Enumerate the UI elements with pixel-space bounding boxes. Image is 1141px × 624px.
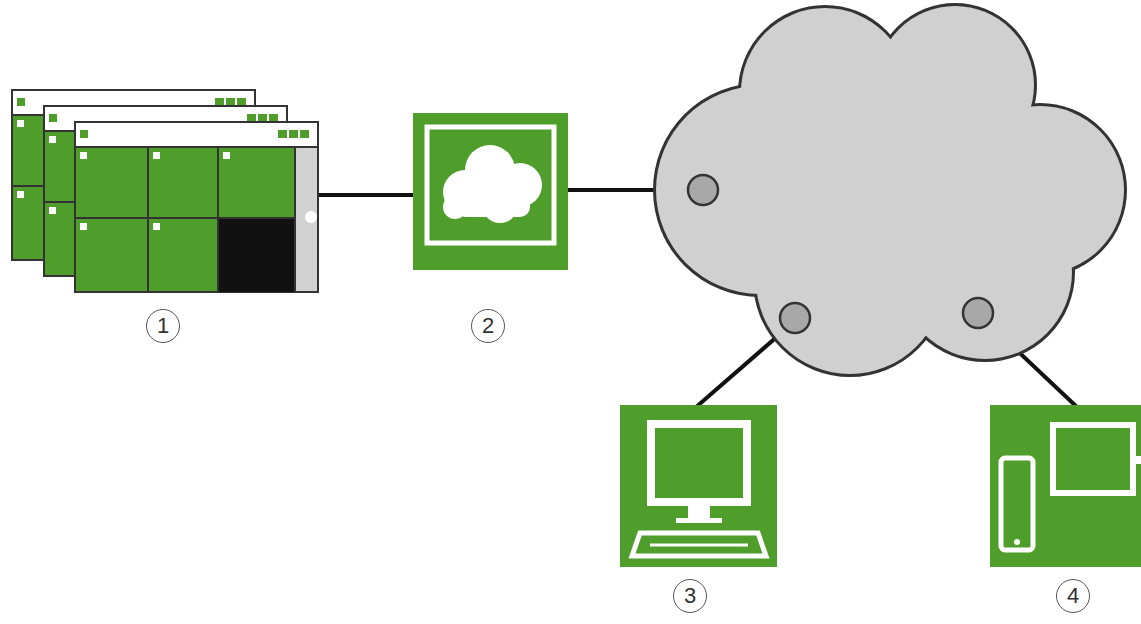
cloud-service-icon (413, 113, 568, 270)
wire (695, 328, 787, 408)
callout-circle: 1 (146, 309, 180, 343)
window-front (75, 122, 318, 292)
cloud-ports (688, 175, 993, 333)
devices-icon (990, 405, 1141, 567)
cloud (655, 5, 1125, 375)
callout-number: 4 (1067, 585, 1079, 607)
callout-circle: 4 (1056, 579, 1090, 613)
callout-number: 2 (482, 315, 494, 337)
dashboard-windows (12, 90, 318, 292)
wire (319, 193, 413, 197)
callout-number: 1 (157, 315, 169, 337)
callout-circle: 2 (471, 309, 505, 343)
callout-number: 3 (684, 585, 696, 607)
callout-circle: 3 (673, 579, 707, 613)
desktop-icon (620, 405, 777, 567)
